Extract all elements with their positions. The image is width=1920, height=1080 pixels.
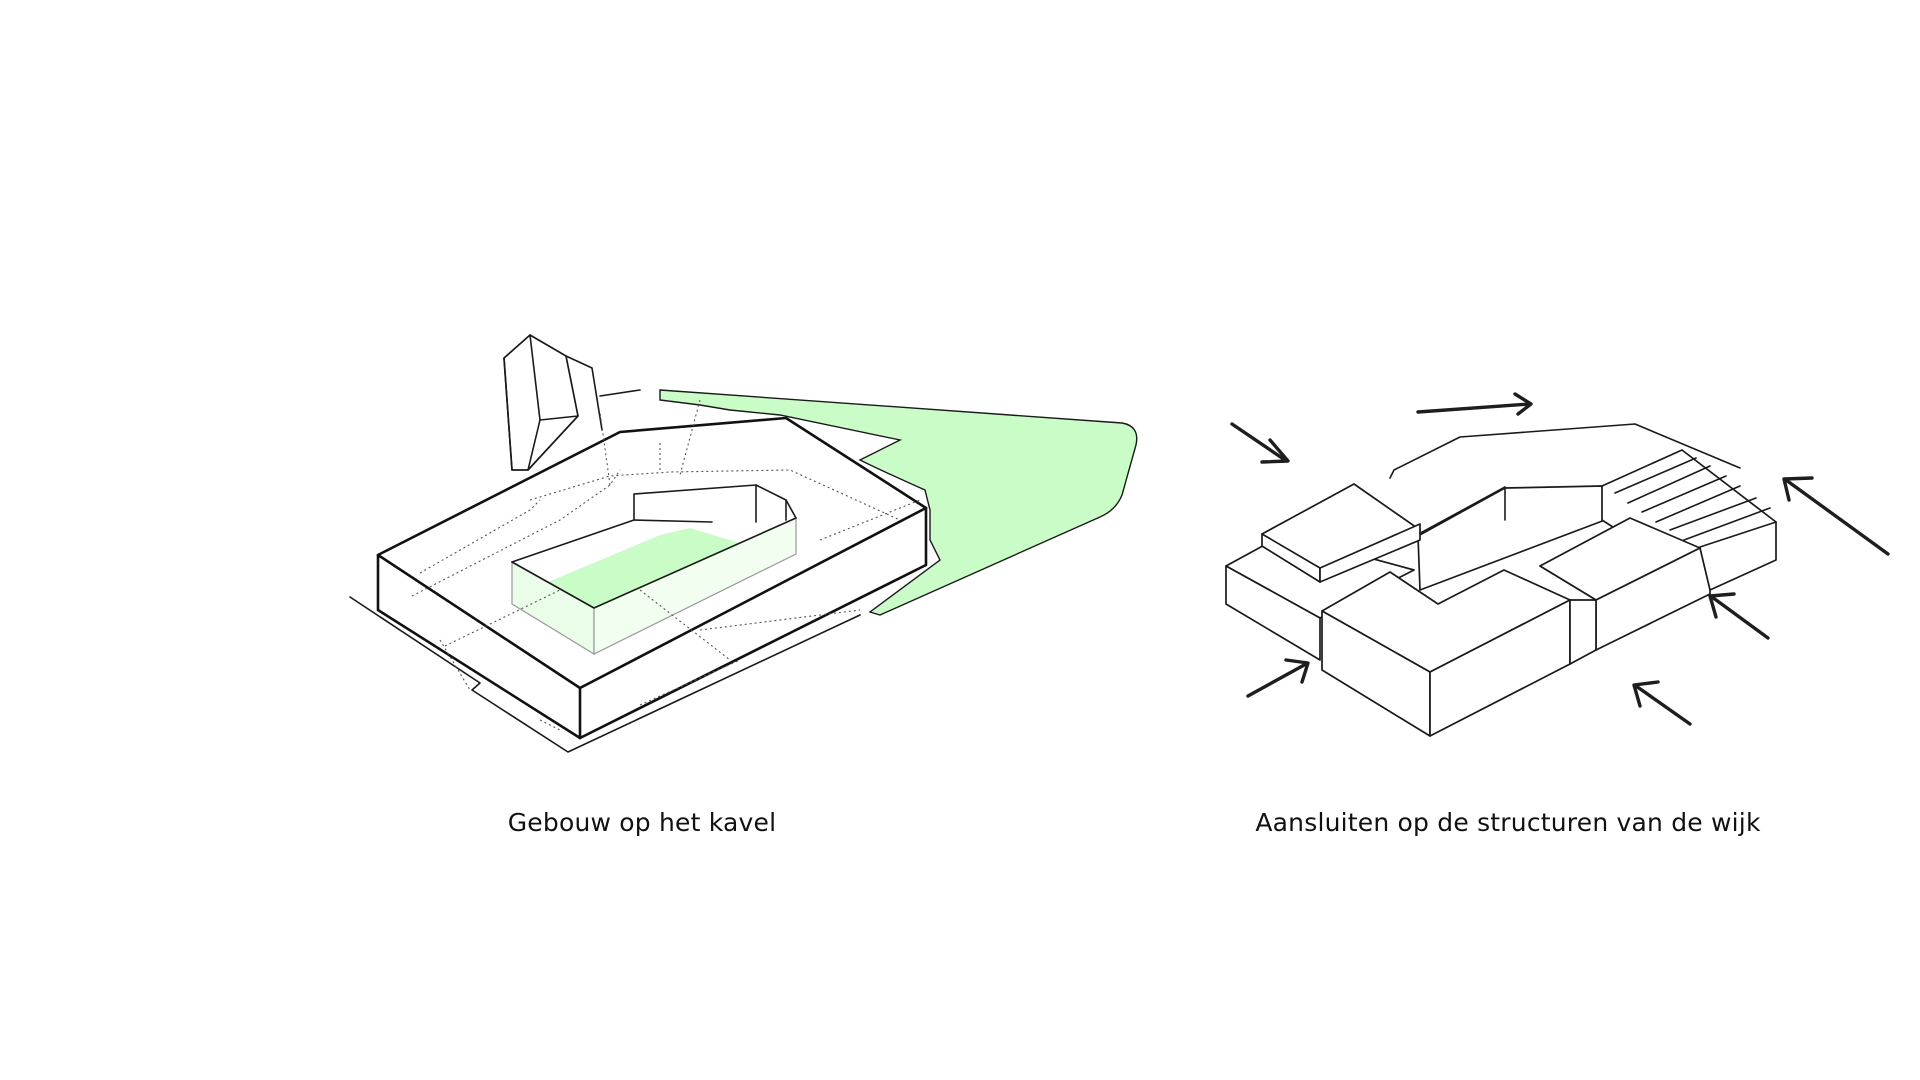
front-l-block	[1321, 569, 1597, 737]
right-diagram	[1225, 392, 1890, 737]
arrow-top	[1416, 392, 1533, 416]
courtyard	[511, 484, 797, 656]
existing-structure-lines	[411, 399, 921, 731]
left-diagram	[349, 334, 1138, 753]
arrow-bottom-left	[1246, 658, 1310, 698]
plot-outline	[349, 596, 861, 753]
caption-left: Gebouw op het kavel	[507, 808, 777, 837]
existing-house	[503, 334, 641, 471]
main-building	[376, 416, 928, 740]
arrow-bottom	[1632, 680, 1692, 726]
green-park-area	[659, 389, 1138, 616]
arrow-right-lower	[1708, 592, 1770, 640]
caption-right: Aansluiten op de structuren van de wijk	[1255, 808, 1761, 837]
arrow-right	[1782, 476, 1890, 556]
arrow-top-left	[1230, 422, 1290, 464]
top-left-block	[1261, 483, 1421, 583]
